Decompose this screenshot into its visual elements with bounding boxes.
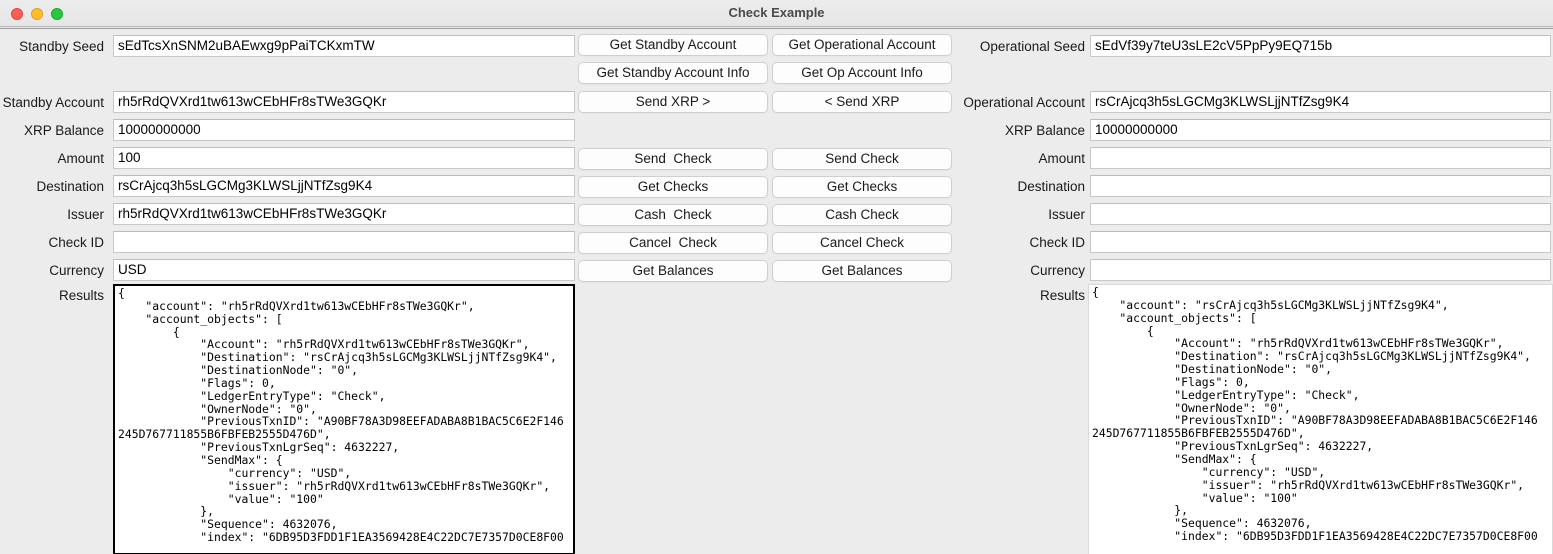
operational-currency-input[interactable]: [1090, 259, 1551, 281]
operational-results-label: Results: [1039, 288, 1085, 303]
operational-seed-label: Operational Seed: [979, 39, 1085, 54]
operational-seed-input[interactable]: sEdVf39y7teU3sLE2cV5PpPy9EQ715b: [1090, 35, 1551, 57]
zoom-button[interactable]: [51, 8, 63, 20]
operational-get-balances-button[interactable]: Get Balances: [772, 260, 952, 282]
operational-destination-input[interactable]: [1090, 175, 1551, 197]
standby-currency-label: Currency: [49, 263, 104, 278]
standby-currency-input[interactable]: USD: [113, 259, 575, 281]
operational-amount-input[interactable]: [1090, 147, 1551, 169]
standby-seed-input[interactable]: sEdTcsXnSNM2uBAEwxg9pPaiTCKxmTW: [113, 35, 575, 57]
standby-results-label: Results: [58, 288, 104, 303]
standby-results-textarea[interactable]: { "account": "rh5rRdQVXrd1tw613wCEbHFr8s…: [113, 284, 575, 554]
standby-account-input[interactable]: rh5rRdQVXrd1tw613wCEbHFr8sTWe3GQKr: [113, 91, 575, 113]
get-operational-account-button[interactable]: Get Operational Account: [772, 34, 952, 56]
get-standby-account-button[interactable]: Get Standby Account: [578, 34, 768, 56]
send-xrp-right-button[interactable]: Send XRP >: [578, 91, 768, 113]
get-standby-account-info-button[interactable]: Get Standby Account Info: [578, 62, 768, 84]
standby-cash-check-button[interactable]: Cash Check: [578, 204, 768, 226]
send-xrp-left-button[interactable]: < Send XRP: [772, 91, 952, 113]
operational-account-label: Operational Account: [963, 95, 1085, 110]
operational-issuer-input[interactable]: [1090, 203, 1551, 225]
standby-xrp-balance-input[interactable]: 10000000000: [113, 119, 575, 141]
operational-results-textarea[interactable]: { "account": "rsCrAjcq3h5sLGCMg3KLWSLjjN…: [1088, 284, 1553, 554]
standby-amount-label: Amount: [57, 151, 104, 166]
window-title: Check Example: [728, 5, 825, 20]
operational-check-id-label: Check ID: [1029, 235, 1085, 250]
operational-check-id-input[interactable]: [1090, 231, 1551, 253]
standby-xrp-balance-label: XRP Balance: [23, 123, 104, 138]
window-body: Standby Seed sEdTcsXnSNM2uBAEwxg9pPaiTCK…: [0, 28, 1553, 554]
standby-check-id-label: Check ID: [48, 235, 104, 250]
window-controls: [11, 8, 63, 20]
standby-send-check-button[interactable]: Send Check: [578, 148, 768, 170]
standby-account-label: Standby Account: [2, 95, 104, 110]
standby-issuer-input[interactable]: rh5rRdQVXrd1tw613wCEbHFr8sTWe3GQKr: [113, 203, 575, 225]
standby-get-checks-button[interactable]: Get Checks: [578, 176, 768, 198]
operational-issuer-label: Issuer: [1048, 207, 1085, 222]
close-button[interactable]: [11, 8, 23, 20]
standby-issuer-label: Issuer: [67, 207, 104, 222]
minimize-button[interactable]: [31, 8, 43, 20]
operational-get-checks-button[interactable]: Get Checks: [772, 176, 952, 198]
standby-cancel-check-button[interactable]: Cancel Check: [578, 232, 768, 254]
standby-destination-input[interactable]: rsCrAjcq3h5sLGCMg3KLWSLjjNTfZsg9K4: [113, 175, 575, 197]
operational-destination-label: Destination: [1017, 179, 1085, 194]
operational-currency-label: Currency: [1030, 263, 1085, 278]
standby-check-id-input[interactable]: [113, 231, 575, 253]
operational-cancel-check-button[interactable]: Cancel Check: [772, 232, 952, 254]
operational-amount-label: Amount: [1038, 151, 1085, 166]
operational-account-input[interactable]: rsCrAjcq3h5sLGCMg3KLWSLjjNTfZsg9K4: [1090, 91, 1551, 113]
operational-xrp-balance-label: XRP Balance: [1004, 123, 1085, 138]
standby-amount-input[interactable]: 100: [113, 147, 575, 169]
standby-seed-label: Standby Seed: [19, 39, 104, 54]
operational-cash-check-button[interactable]: Cash Check: [772, 204, 952, 226]
window-titlebar: Check Example: [0, 0, 1553, 27]
get-op-account-info-button[interactable]: Get Op Account Info: [772, 62, 952, 84]
operational-send-check-button[interactable]: Send Check: [772, 148, 952, 170]
standby-get-balances-button[interactable]: Get Balances: [578, 260, 768, 282]
standby-destination-label: Destination: [36, 179, 104, 194]
operational-xrp-balance-input[interactable]: 10000000000: [1090, 119, 1551, 141]
